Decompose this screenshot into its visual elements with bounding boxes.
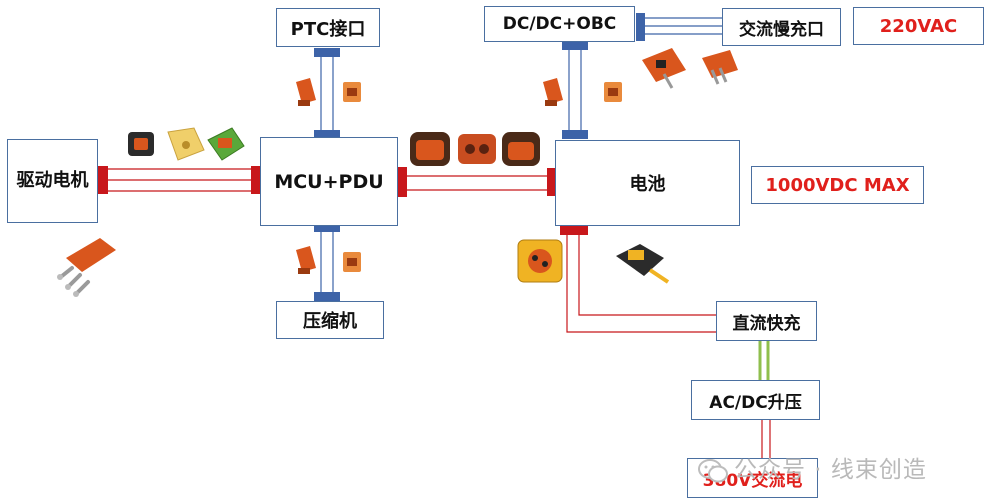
ptc-mcu-harness — [320, 55, 334, 133]
obc-connector-socket-icon — [604, 82, 622, 102]
motor-node: 驱动电机 — [7, 139, 98, 223]
ptc-connector-socket-icon — [343, 82, 361, 102]
obc-battery-harness — [568, 48, 582, 132]
dc-fast-charge-label: 直流快充 — [732, 313, 801, 334]
motor-terminal-harness-icon — [57, 238, 116, 297]
motor-label: 驱动电机 — [16, 170, 89, 192]
battery-left-connector-plug — [547, 168, 557, 196]
watermark: 公众号 · 线束创造 — [698, 450, 927, 484]
watermark-text: 公众号 · 线束创造 — [734, 457, 927, 483]
battery-label: 电池 — [629, 174, 666, 195]
mcu-battery-connector-1-icon — [410, 132, 450, 166]
battery-bottom-connector-plug — [560, 225, 588, 235]
compressor-label: 压缩机 — [303, 311, 357, 332]
mcu-left-connector-plug — [251, 166, 261, 194]
obc-right-connector-plug — [636, 13, 645, 41]
battery-top-connector-plug — [562, 130, 588, 139]
obc-bottom-connector-plug — [562, 41, 588, 50]
wechat-logo-icon — [698, 458, 728, 482]
motor-connector-yellow-icon — [167, 127, 205, 161]
boost-380v-harness — [761, 420, 771, 462]
mcu-compressor-harness — [320, 230, 334, 298]
mcu-battery-harness — [405, 175, 550, 191]
motor-mcu-harness — [108, 168, 255, 192]
mcu-right-connector-plug — [397, 167, 407, 197]
mcu-node: MCU+PDU — [260, 137, 398, 226]
motor-connector-plug — [98, 166, 108, 194]
ac220-rating-box: 220VAC — [853, 7, 984, 45]
dc1000-rating-box: 1000VDC MAX — [751, 166, 924, 204]
motor-connector-green-icon — [207, 127, 245, 161]
obc-connector-plug-icon — [543, 78, 563, 106]
battery-node: 电池 — [555, 140, 740, 226]
ac-slow-charge-label: 交流慢充口 — [739, 19, 824, 40]
dcfast-boost-harness — [758, 341, 770, 380]
battery-connector-yellow-icon — [517, 239, 563, 283]
mcu-bottom-connector-plug — [314, 223, 340, 232]
compressor-connector-plug — [314, 292, 340, 301]
compressor-connector-plug-icon — [296, 246, 316, 274]
compressor-node: 压缩机 — [276, 301, 384, 339]
mcu-top-connector-plug — [314, 130, 340, 139]
ac-slow-charge-node: 交流慢充口 — [722, 8, 841, 46]
ptc-connector-plug-icon — [296, 78, 316, 106]
boost-node: AC/DC升压 — [691, 380, 820, 420]
obc-label: DC/DC+OBC — [502, 14, 617, 34]
dc-fast-charge-node: 直流快充 — [716, 301, 817, 341]
obc-node: DC/DC+OBC — [484, 6, 635, 42]
battery-dcfast-harness — [566, 233, 716, 333]
ac-connector-plug-icon — [642, 48, 686, 89]
ptc-node: PTC接口 — [276, 8, 380, 47]
motor-connector-black-icon — [128, 132, 154, 156]
dc1000-rating-label: 1000VDC MAX — [765, 174, 910, 196]
battery-connector-black-icon — [616, 244, 670, 284]
mcu-battery-connector-3-icon — [502, 132, 540, 166]
mcu-battery-connector-2-icon — [458, 134, 496, 164]
ptc-connector-plug — [314, 48, 340, 57]
boost-label: AC/DC升压 — [709, 392, 802, 413]
obc-ac-harness — [645, 17, 724, 35]
mcu-label: MCU+PDU — [274, 170, 384, 193]
ac220-rating-label: 220VAC — [879, 15, 958, 37]
ac-connector-socket-icon — [702, 50, 738, 85]
compressor-connector-socket-icon — [343, 252, 361, 272]
ptc-label: PTC接口 — [290, 18, 366, 40]
